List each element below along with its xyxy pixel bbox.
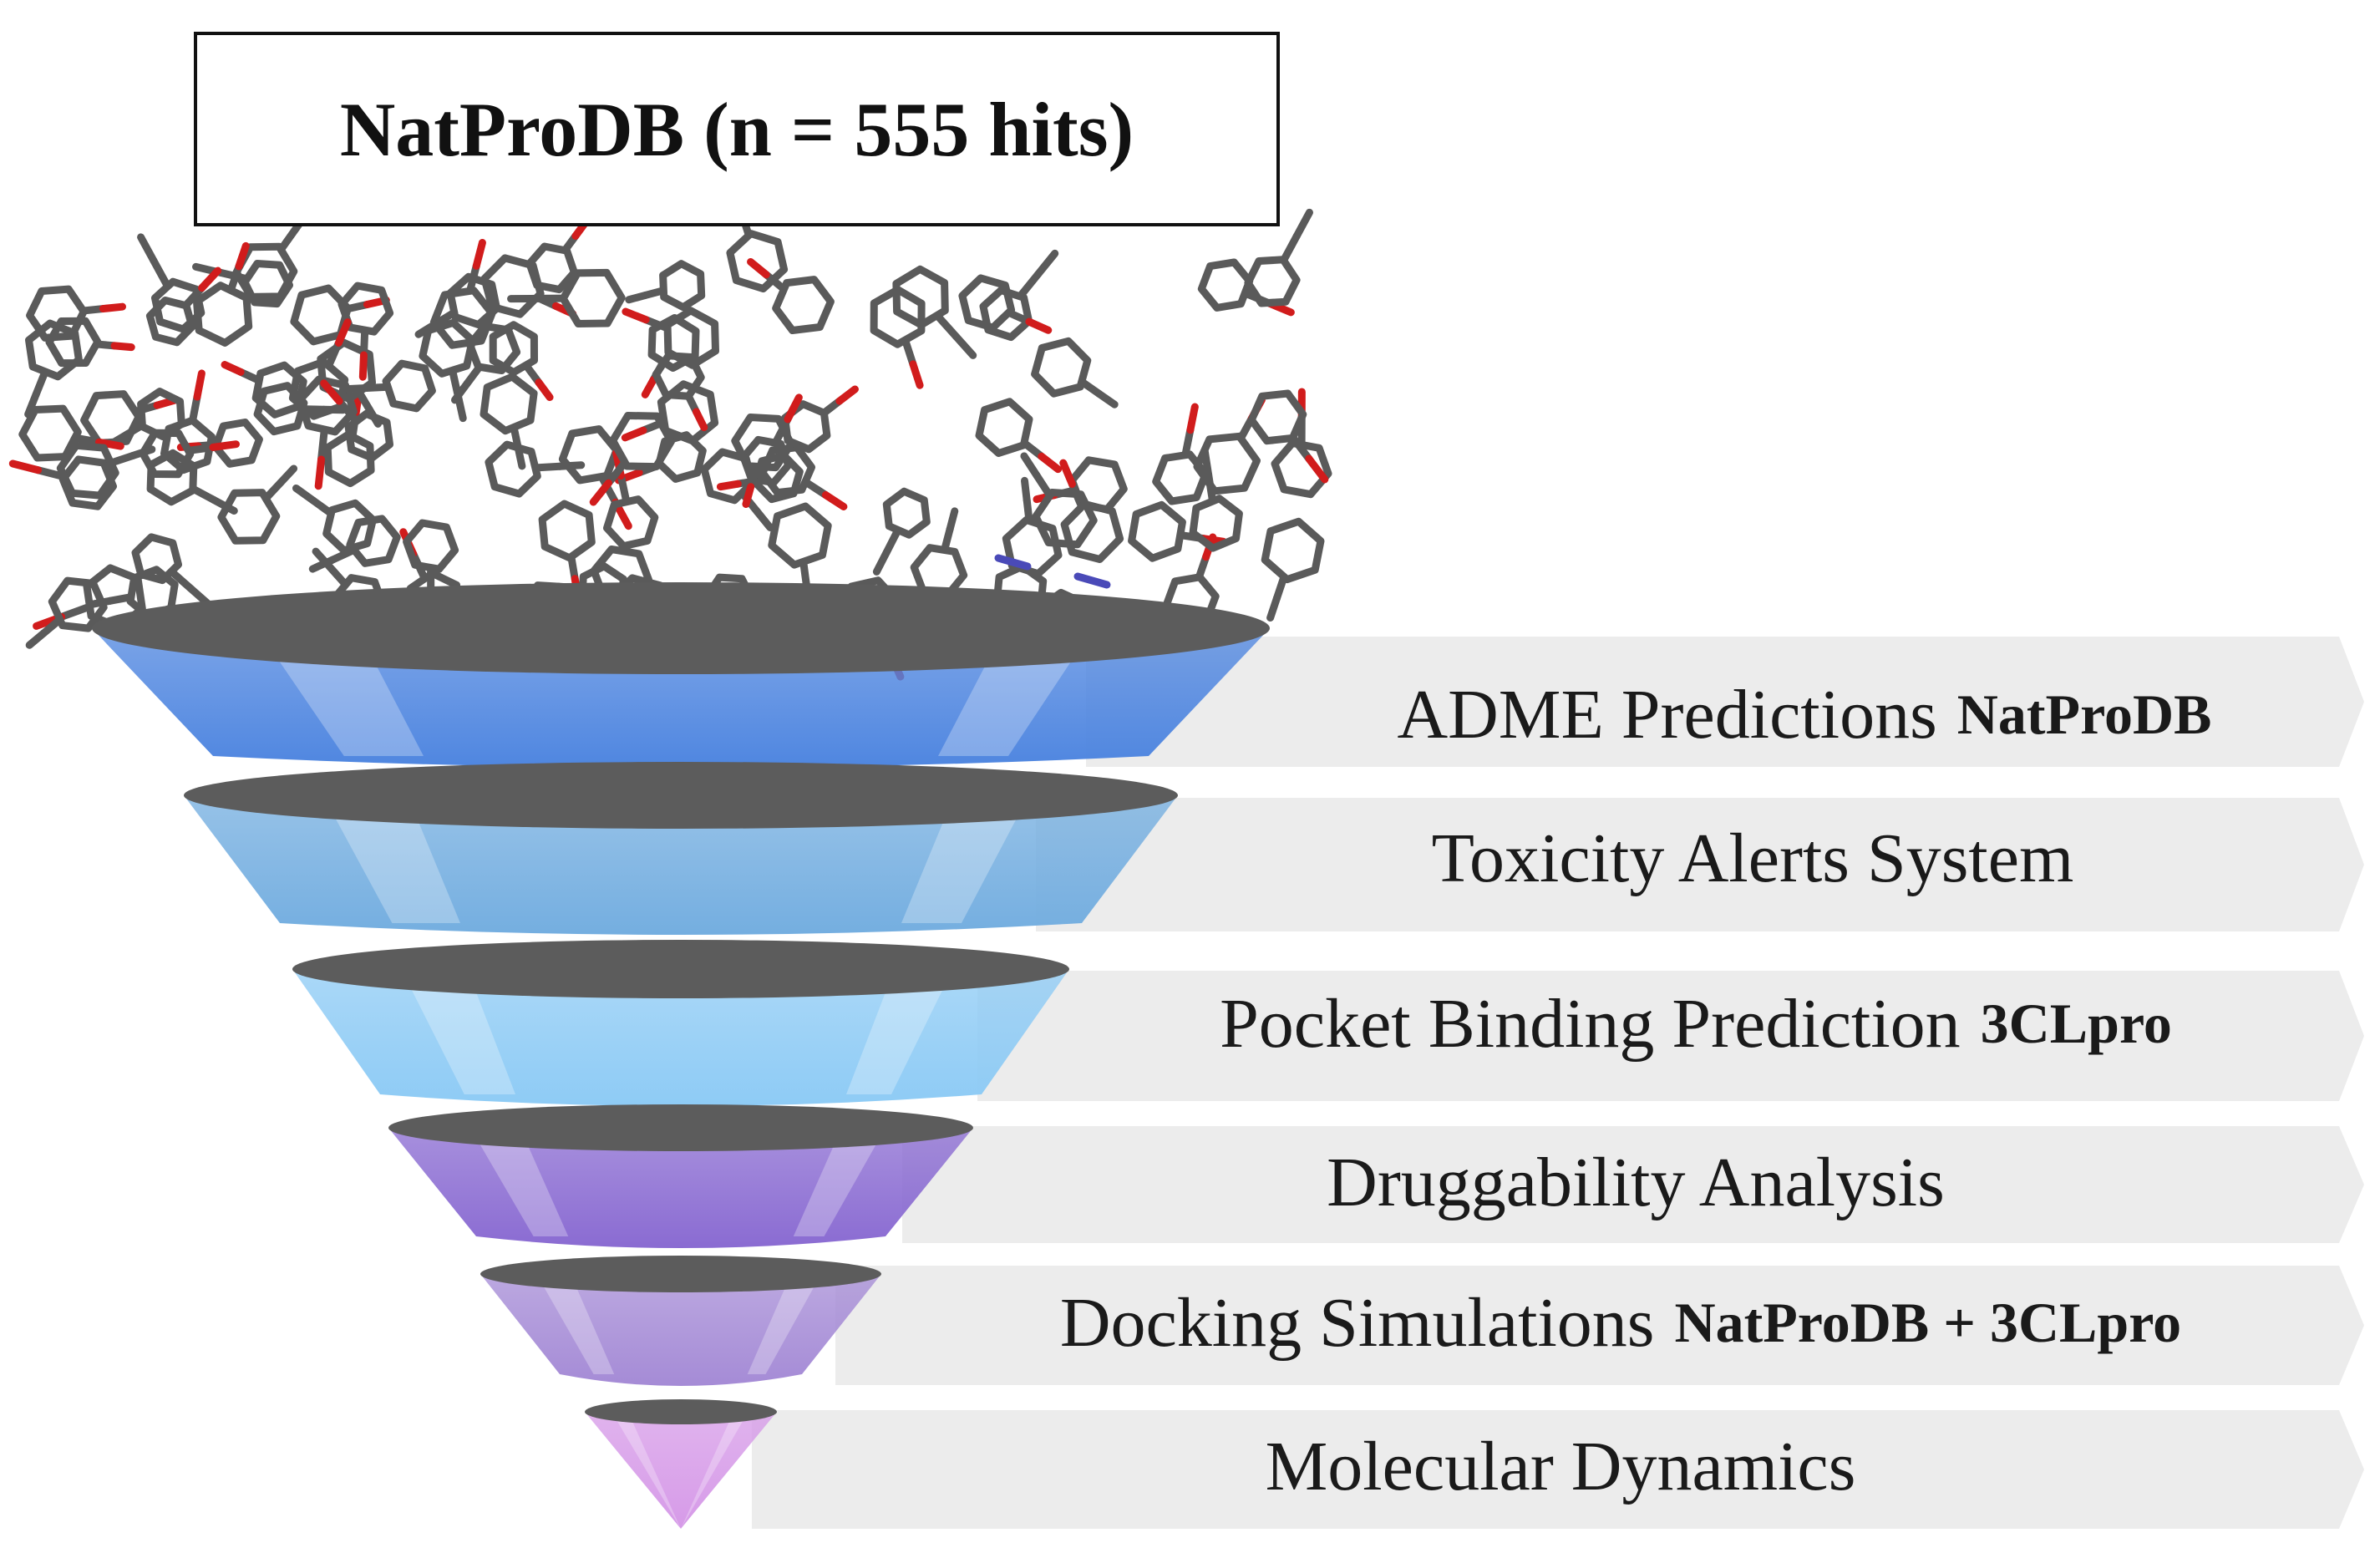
- molecule-ring: [1251, 393, 1303, 441]
- nitrogen-bond: [1078, 576, 1107, 585]
- molecule-ring: [1248, 260, 1297, 303]
- molecule-bond: [458, 396, 463, 419]
- oxygen-bond: [1029, 322, 1048, 330]
- molecule-bond: [1024, 456, 1037, 475]
- molecule-ring: [1035, 341, 1088, 393]
- stage-label-pocket: Pocket Binding Prediction 3CLpro: [1086, 961, 2306, 1086]
- molecule-bond: [62, 607, 87, 617]
- molecule-bond: [1024, 480, 1027, 500]
- molecule-ring: [1265, 521, 1321, 579]
- molecule-bond: [1297, 212, 1309, 236]
- molecule-bond: [1271, 598, 1277, 618]
- diagram-title: NatProDB (n = 555 hits): [340, 85, 1134, 174]
- stage-label-tag: NatProDB: [1957, 682, 2212, 748]
- stage-label-text: ADME Predictions: [1397, 674, 1936, 755]
- molecule-bond: [154, 261, 166, 284]
- molecule-bond: [322, 433, 324, 459]
- oxygen-bond: [746, 487, 751, 505]
- title-box: NatProDB (n = 555 hits): [194, 32, 1280, 226]
- nitrogen-bond: [998, 558, 1028, 566]
- molecule-bond: [629, 296, 645, 300]
- oxygen-bond: [913, 364, 920, 385]
- molecule-ring: [730, 234, 784, 289]
- molecule-bond: [281, 469, 294, 483]
- molecule-ring: [1132, 505, 1183, 558]
- funnel-disc-docking: [480, 1256, 881, 1292]
- oxygen-bond: [539, 383, 550, 398]
- oxygen-bond: [720, 484, 738, 486]
- funnel-segment-md: [585, 1412, 777, 1529]
- molecule-ring: [562, 429, 617, 480]
- stage-label-md: Molecular Dynamics: [835, 1403, 2306, 1529]
- molecule-bond: [1205, 451, 1208, 475]
- molecule-bond: [518, 449, 522, 466]
- molecule-ring: [663, 264, 702, 307]
- molecule-bond: [560, 465, 581, 467]
- molecule-bond: [1099, 393, 1115, 404]
- molecule-ring: [386, 363, 432, 409]
- stage-label-text: Toxicity Alerts System: [1432, 818, 2074, 899]
- oxygen-bond: [626, 312, 646, 320]
- oxygen-bond: [625, 430, 643, 438]
- oxygen-bond: [318, 459, 321, 486]
- molecule-bond: [939, 317, 956, 336]
- molecule-bond: [957, 337, 973, 355]
- oxygen-bond: [825, 495, 843, 507]
- stage-label-text: Druggability Analysis: [1327, 1142, 1945, 1223]
- oxygen-bond: [213, 444, 236, 448]
- oxygen-bond: [788, 398, 799, 419]
- molecule-ring: [489, 444, 537, 494]
- oxygen-bond: [225, 365, 241, 373]
- oxygen-bond: [645, 380, 653, 395]
- molecule-ring: [886, 491, 926, 535]
- stage-label-docking: Docking Simulations NatProDB + 3CLpro: [919, 1260, 2322, 1385]
- molecule-ring: [772, 506, 828, 565]
- stage-label-text: Molecular Dynamics: [1266, 1426, 1856, 1507]
- molecule-ring: [484, 377, 534, 431]
- oxygen-bond: [197, 373, 201, 397]
- stage-label-druggability: Druggability Analysis: [994, 1119, 2297, 1245]
- molecule-bond: [1038, 253, 1055, 274]
- molecule-bond: [141, 237, 154, 261]
- molecule-bond: [296, 488, 312, 500]
- molecule-ring: [1201, 262, 1249, 307]
- stage-label-tag: 3CLpro: [1981, 991, 2172, 1057]
- oxygen-bond: [103, 307, 122, 308]
- funnel-disc-toxicity: [184, 762, 1178, 829]
- molecule-bond: [29, 633, 43, 645]
- oxygen-bond: [1190, 407, 1195, 430]
- oxygen-bond: [751, 261, 767, 274]
- oxygen-bond: [114, 346, 131, 348]
- molecule-ring: [542, 504, 591, 558]
- funnel-disc-druggability: [388, 1104, 973, 1151]
- molecule-bond: [1021, 274, 1038, 295]
- molecule-bond: [950, 511, 955, 529]
- stage-label-adme: ADME Predictions NatProDB: [1278, 652, 2331, 777]
- oxygen-bond: [13, 464, 38, 470]
- molecule-bond: [348, 388, 367, 389]
- funnel-disc-adme: [92, 582, 1270, 674]
- oxygen-bond: [696, 412, 703, 428]
- molecule-ring: [979, 402, 1029, 454]
- molecule-bond: [757, 511, 770, 527]
- oxygen-bond: [476, 242, 482, 266]
- funnel-disc-pocket: [292, 940, 1069, 998]
- molecule-bond: [1284, 236, 1297, 260]
- oxygen-bond: [1042, 456, 1058, 469]
- funnel-disc-md: [585, 1399, 777, 1424]
- stage-label-text: Pocket Binding Prediction: [1220, 983, 1961, 1064]
- molecule-bond: [876, 552, 886, 571]
- oxygen-bond: [840, 389, 855, 401]
- stage-label-toxicity: Toxicity Alerts System: [1195, 795, 2331, 921]
- molecule-bond: [133, 449, 152, 455]
- stage-label-tag: NatProDB + 3CLpro: [1674, 1290, 2181, 1356]
- stage-label-text: Docking Simulations: [1060, 1282, 1655, 1363]
- oxygen-bond: [1063, 463, 1073, 484]
